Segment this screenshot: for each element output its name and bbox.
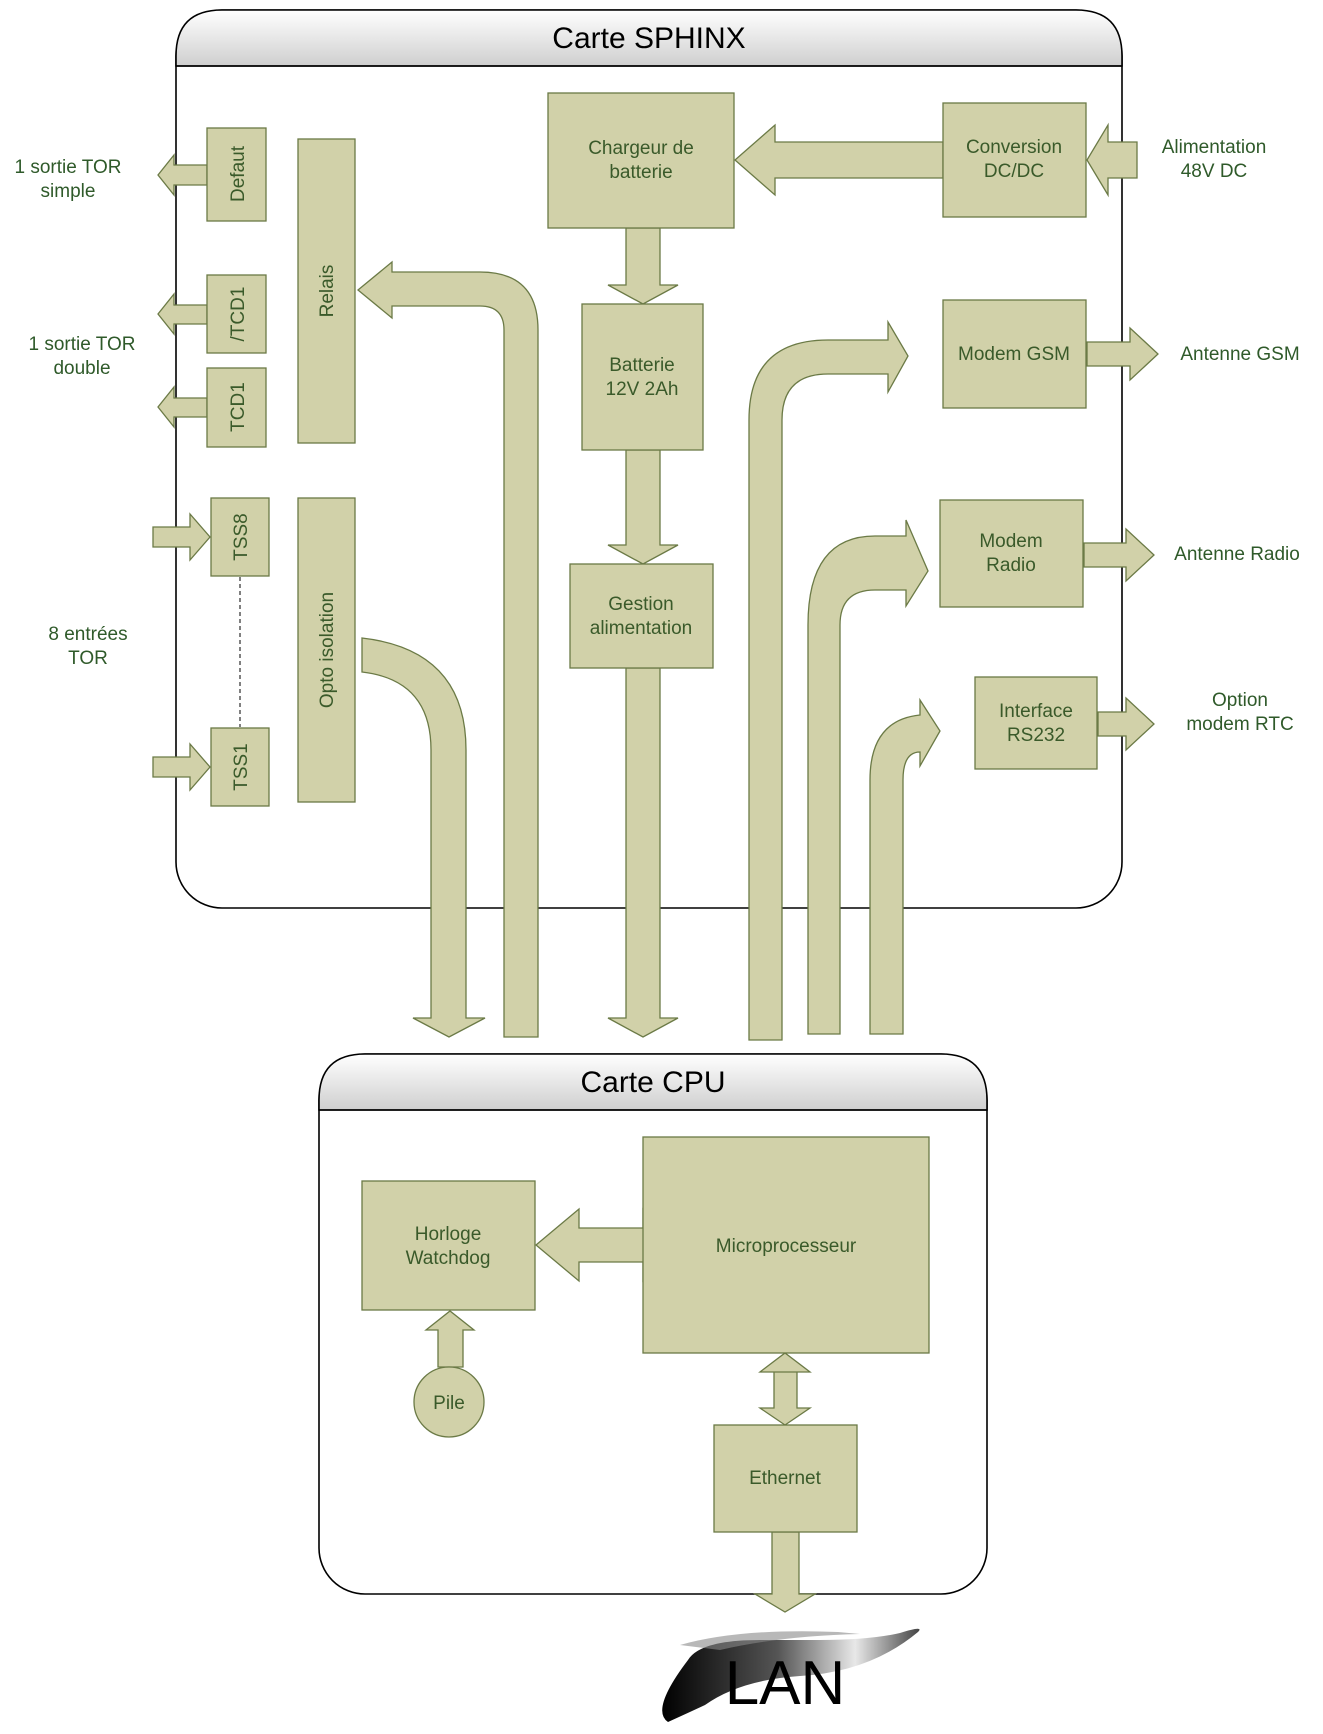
svg-text:Relais: Relais: [317, 265, 338, 318]
svg-text:TSS1: TSS1: [231, 743, 252, 791]
arrow-ethernet-to-lan: [752, 1531, 818, 1613]
arrow-chargeur-to-batterie: [607, 227, 679, 305]
arrow-conversion-to-chargeur: [734, 123, 944, 197]
svg-text:Gestion: Gestion: [608, 594, 673, 615]
svg-text:/TCD1: /TCD1: [228, 287, 249, 342]
svg-text:12V 2Ah: 12V 2Ah: [606, 379, 679, 400]
svg-text:Microprocesseur: Microprocesseur: [716, 1236, 857, 1257]
label-sortie-simple: 1 sortie TOR simple: [14, 157, 121, 202]
svg-text:48V DC: 48V DC: [1181, 161, 1248, 182]
svg-text:Ethernet: Ethernet: [749, 1468, 822, 1489]
label-antenne-radio: Antenne Radio: [1174, 544, 1300, 565]
svg-text:Pile: Pile: [433, 1393, 465, 1414]
lan-label: LAN: [725, 1649, 846, 1718]
block-interface-rs232: Interface RS232: [974, 676, 1098, 770]
svg-text:double: double: [53, 358, 110, 379]
svg-text:Batterie: Batterie: [609, 355, 674, 376]
arrow-opto-to-cpu: [361, 637, 486, 1038]
svg-text:Chargeur de: Chargeur de: [588, 138, 694, 159]
svg-text:TOR: TOR: [68, 648, 108, 669]
label-antenne-gsm: Antenne GSM: [1180, 344, 1299, 365]
block-modem-radio: Modem Radio: [939, 499, 1084, 608]
block-tss8: TSS8: [210, 497, 270, 577]
svg-text:Opto isolation: Opto isolation: [317, 592, 338, 708]
arrow-alimentation-in: [1086, 122, 1138, 198]
block-tss1: TSS1: [210, 727, 270, 807]
svg-text:8 entrées: 8 entrées: [48, 624, 127, 645]
svg-text:alimentation: alimentation: [590, 618, 692, 639]
svg-text:1 sortie TOR: 1 sortie TOR: [28, 334, 135, 355]
block-tcd1-bar: /TCD1: [206, 274, 267, 354]
svg-text:Conversion: Conversion: [966, 137, 1062, 158]
svg-text:batterie: batterie: [609, 162, 672, 183]
svg-text:Horloge: Horloge: [415, 1224, 482, 1245]
block-chargeur: Chargeur de batterie: [547, 92, 735, 229]
arrow-cpu-to-relais: [356, 260, 539, 1038]
block-gestion: Gestion alimentation: [569, 563, 714, 669]
arrow-cpu-to-interface: [869, 697, 941, 1035]
svg-text:modem RTC: modem RTC: [1186, 714, 1293, 735]
arrow-tss1-in: [152, 742, 211, 792]
label-entrees-tor: 8 entrées TOR: [48, 624, 127, 669]
svg-text:1 sortie TOR: 1 sortie TOR: [14, 157, 121, 178]
svg-text:TSS8: TSS8: [231, 513, 252, 561]
arrow-gestion-to-cpu: [607, 667, 679, 1038]
sphinx-title: Carte SPHINX: [552, 22, 745, 55]
svg-text:simple: simple: [41, 181, 96, 202]
arrow-cpu-to-modem-radio: [807, 519, 929, 1035]
svg-text:TCD1: TCD1: [228, 382, 249, 432]
arrow-pile-to-horloge: [424, 1310, 476, 1368]
arrow-tcd1-out: [157, 385, 208, 429]
block-conversion: Conversion DC/DC: [942, 102, 1087, 218]
block-defaut: Defaut: [206, 127, 267, 222]
block-relais: Relais: [297, 138, 356, 444]
block-microprocesseur: Microprocesseur: [642, 1136, 930, 1354]
label-option-rtc: Option modem RTC: [1186, 690, 1293, 735]
svg-text:Radio: Radio: [986, 555, 1036, 576]
label-sortie-double: 1 sortie TOR double: [28, 334, 135, 379]
svg-text:Alimentation: Alimentation: [1162, 137, 1267, 158]
svg-text:Watchdog: Watchdog: [406, 1248, 491, 1269]
arrow-tss8-in: [152, 512, 211, 562]
block-ethernet: Ethernet: [713, 1424, 858, 1533]
arrow-cpu-to-modem-gsm: [748, 319, 909, 1041]
svg-text:DC/DC: DC/DC: [984, 161, 1044, 182]
svg-text:Modem: Modem: [979, 531, 1042, 552]
block-batterie: Batterie 12V 2Ah: [581, 303, 704, 451]
arrow-gsm-to-antenne: [1086, 326, 1159, 382]
cpu-title: Carte CPU: [580, 1066, 725, 1099]
arrow-tcd1-bar-out: [157, 292, 208, 336]
svg-text:Option: Option: [1212, 690, 1268, 711]
svg-text:Modem GSM: Modem GSM: [958, 344, 1070, 365]
block-horloge-watchdog: Horloge Watchdog: [361, 1180, 536, 1311]
arrow-defaut-out: [157, 153, 208, 197]
arrow-batterie-to-gestion: [607, 449, 679, 565]
label-alimentation: Alimentation 48V DC: [1162, 137, 1267, 182]
arrow-interface-to-rtc: [1097, 696, 1155, 752]
block-tcd1: TCD1: [206, 367, 267, 448]
svg-text:Interface: Interface: [999, 701, 1073, 722]
svg-text:Defaut: Defaut: [228, 145, 249, 202]
block-pile: Pile: [413, 1366, 485, 1438]
svg-text:RS232: RS232: [1007, 725, 1065, 746]
block-opto-isolation: Opto isolation: [297, 497, 356, 803]
lan-logo: LAN: [662, 1628, 920, 1722]
block-modem-gsm: Modem GSM: [942, 299, 1087, 409]
arrow-radio-to-antenne: [1083, 527, 1155, 583]
